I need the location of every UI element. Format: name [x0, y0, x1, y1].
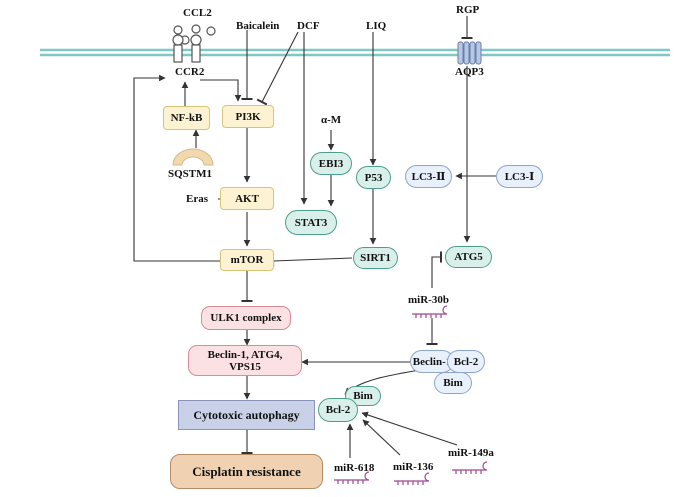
mir-149a-hairpin-icon — [452, 461, 488, 474]
rgp-label: RGP — [456, 4, 480, 16]
mirna-icons — [334, 305, 488, 485]
liq-label: LIQ — [366, 20, 387, 32]
mir-149a-label: miR-149a — [448, 447, 494, 459]
sqstm1-icon — [172, 148, 214, 166]
cytotoxic-autophagy-node: Cytotoxic autophagy — [178, 400, 315, 430]
aqp3-channel-icon — [457, 41, 482, 65]
beclin-complex-line2: VPS15 — [229, 360, 261, 373]
ccr2-label: CCR2 — [175, 66, 205, 78]
ccl2-label: CCL2 — [183, 7, 212, 19]
pi3k-node: PI3K — [222, 105, 274, 128]
lc3-ii-node: LC3-Ⅱ — [405, 165, 452, 188]
p53-node: P53 — [356, 166, 391, 189]
nfkb-node: NF-kB — [163, 106, 210, 130]
beclin-complex-line1: Beclin-1, ATG4, — [207, 348, 283, 361]
cisplatin-resistance-node: Cisplatin resistance — [170, 454, 323, 489]
mir-30b-hairpin-icon — [412, 305, 448, 318]
akt-node: AKT — [220, 187, 274, 210]
atg5-node: ATG5 — [445, 246, 492, 268]
mir-618-label: miR-618 — [334, 462, 375, 474]
alpha-m-label: α-M — [321, 114, 342, 126]
sirt1-node: SIRT1 — [353, 247, 398, 269]
aqp3-label: AQP3 — [455, 66, 484, 78]
lc3-i-node: LC3-Ⅰ — [496, 165, 543, 188]
cell-membrane — [40, 48, 670, 57]
bim-right-node: Bim — [434, 372, 472, 394]
ebi3-node: EBI3 — [310, 152, 352, 175]
beclin-atg4-vps15-node: Beclin-1, ATG4, VPS15 — [188, 345, 302, 376]
bcl2-left-node: Bcl-2 — [318, 398, 358, 422]
dcf-label: DCF — [297, 20, 320, 32]
ulk1-complex-node: ULK1 complex — [201, 306, 291, 330]
stat3-node: STAT3 — [285, 210, 337, 235]
ccr2-receptor-icon — [172, 34, 202, 63]
connectors — [133, 16, 496, 458]
eras-label: Eras — [186, 193, 208, 205]
mir-30b-label: miR-30b — [408, 294, 449, 306]
mtor-node: mTOR — [220, 249, 274, 271]
beclin1-node: Beclin-1 — [410, 350, 454, 373]
mir-618-hairpin-icon — [334, 471, 370, 484]
bcl2-right-node: Bcl-2 — [447, 350, 485, 373]
mir-136-label: miR-136 — [393, 461, 434, 473]
mir-136-hairpin-icon — [394, 472, 430, 485]
sqstm1-label: SQSTM1 — [168, 168, 213, 180]
baicalein-label: Baicalein — [236, 20, 280, 32]
